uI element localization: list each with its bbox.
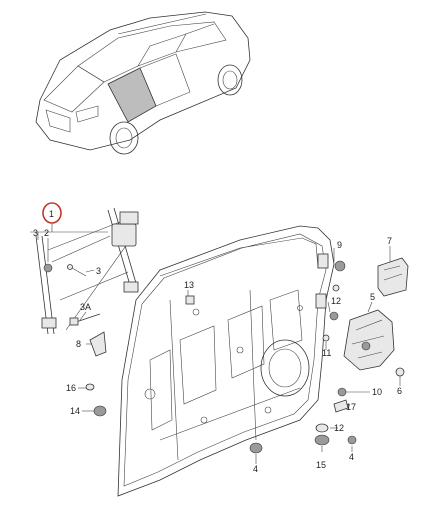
callout-15: 15 (316, 460, 326, 470)
callout-7: 7 (387, 236, 392, 246)
plug-15 (314, 434, 330, 446)
bolt-6 (395, 367, 405, 377)
callout-5: 5 (370, 292, 375, 302)
bracket-8 (89, 331, 107, 357)
callout-4-lower: 4 (253, 464, 258, 474)
nut-4-lower (249, 442, 263, 454)
callout-13: 13 (184, 280, 194, 290)
callout-17: 17 (346, 402, 356, 412)
door-panel (117, 225, 335, 497)
callout-6: 6 (397, 386, 402, 396)
nut-9 (334, 260, 346, 272)
bolt-11 (322, 334, 330, 342)
small-parts-left (69, 313, 107, 417)
speaker-opening (260, 339, 310, 397)
callout-9: 9 (337, 240, 342, 250)
clip-14 (93, 405, 107, 417)
nut-12-upper (329, 311, 339, 321)
front-door-highlight (107, 67, 157, 123)
clip-13 (185, 295, 195, 305)
fasteners (185, 260, 405, 454)
callout-1: 1 (49, 209, 54, 219)
window-regulator-assembly (35, 207, 139, 335)
grommet-16 (85, 383, 95, 391)
callout-2: 2 (44, 228, 49, 238)
lock-and-module (343, 257, 409, 371)
leader-lines (30, 224, 401, 464)
callout-12-lower: 12 (334, 423, 344, 433)
callout-8: 8 (76, 339, 81, 349)
callout-3-right: 3 (96, 266, 101, 276)
callout-10: 10 (372, 387, 382, 397)
nut-4-lower-right (347, 435, 357, 445)
callout-3A: 3A (80, 302, 91, 312)
callout-14: 14 (70, 406, 80, 416)
callout-3-left: 3 (33, 228, 38, 238)
nut-4-regulator (43, 263, 53, 273)
vehicle-illustration (35, 11, 251, 155)
bolt-10 (337, 387, 347, 397)
callout-11: 11 (322, 348, 331, 358)
callout-4-lower-right: 4 (349, 452, 354, 462)
callout-16: 16 (66, 383, 76, 393)
callout-12-upper: 12 (331, 296, 341, 306)
plug-12-lower (315, 423, 329, 433)
callouts: 1 2 3 3 3A 8 16 14 13 9 7 5 12 11 10 6 1… (33, 202, 402, 474)
callout-highlight-ring (42, 202, 62, 224)
